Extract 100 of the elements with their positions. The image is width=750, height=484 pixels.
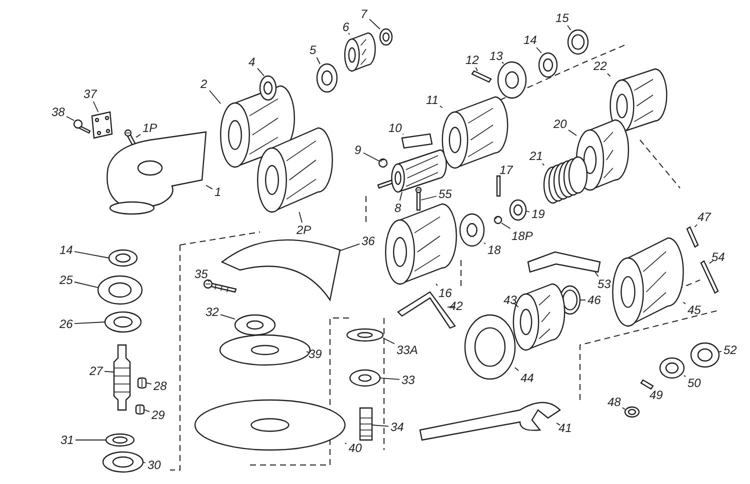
callout-number: 18P: [510, 230, 534, 242]
leader-line: [420, 196, 437, 200]
callout-number: 43: [502, 294, 518, 306]
bearing-drawing: [108, 249, 138, 267]
callout-number: 8: [394, 202, 402, 214]
leader-line: [440, 106, 443, 108]
spring-drawing: [543, 156, 588, 204]
callout-number: 7: [360, 8, 368, 20]
callout-number: 27: [88, 364, 104, 378]
leader-line: [484, 242, 486, 244]
leader-line: [74, 282, 98, 288]
leader-line: [66, 116, 74, 121]
screw-drawing: [203, 279, 237, 293]
pin-drawing: [640, 379, 654, 390]
leader-line: [369, 18, 380, 30]
leader-line: [146, 382, 152, 384]
housing-drawing: [385, 203, 457, 285]
callout-number: 44: [520, 372, 535, 384]
washer-drawing: [105, 433, 135, 447]
housing-drawing: [106, 131, 207, 215]
leader-line: [514, 367, 519, 372]
callout-number: 46: [586, 294, 602, 306]
leader-line: [298, 212, 302, 223]
leader-line: [709, 260, 714, 264]
sleeve-drawing: [344, 32, 376, 72]
callout-number: 15: [554, 12, 570, 24]
leader-line: [536, 47, 542, 54]
bearing-drawing: [316, 63, 338, 93]
pin-drawing: [686, 226, 699, 248]
valve-seat-drawing: [459, 213, 485, 247]
leader-line: [207, 280, 210, 282]
leader-line: [340, 244, 360, 252]
callout-number: 16: [438, 286, 453, 300]
callout-number: 17: [498, 164, 514, 176]
bolt-drawing: [359, 407, 373, 441]
ball-drawing: [378, 158, 388, 168]
bearing-drawing: [104, 311, 142, 333]
leader-line: [257, 68, 265, 76]
leader-line: [380, 378, 400, 380]
leader-line: [344, 442, 347, 444]
leader-line: [382, 338, 395, 344]
callout-number: 31: [60, 434, 75, 446]
nut-drawing: [464, 314, 516, 380]
leader-line: [718, 350, 722, 352]
callout-number: 4: [248, 56, 256, 68]
leader-line: [501, 222, 511, 229]
callout-number: 1P: [142, 122, 158, 134]
callout-number: 25: [58, 274, 74, 286]
leader-line: [74, 251, 110, 258]
callout-number: 37: [82, 88, 98, 100]
leader-line: [92, 101, 99, 112]
ring-drawing: [567, 29, 589, 55]
callout-number: 6: [342, 20, 350, 34]
leader-line: [684, 375, 686, 378]
callout-number: 41: [558, 422, 573, 434]
leader-line: [348, 32, 350, 35]
leader-line: [607, 73, 611, 77]
callout-number: 29: [150, 408, 166, 422]
callout-number: 53: [596, 278, 612, 290]
leader-line: [556, 422, 560, 426]
pin-drawing: [700, 260, 719, 294]
leader-line: [372, 424, 389, 427]
callout-number: 2P: [296, 224, 312, 236]
leader-line: [104, 371, 114, 372]
leader-line: [206, 184, 213, 190]
leader-line: [74, 322, 106, 324]
nut-drawing: [690, 342, 720, 368]
bevel-gear-drawing: [97, 275, 143, 305]
leader-line: [542, 163, 544, 166]
leader-line: [526, 210, 530, 212]
leader-line: [502, 62, 504, 64]
callout-number: 42: [448, 300, 464, 312]
callout-number: 49: [648, 388, 664, 402]
callout-number: 1: [214, 186, 222, 198]
leader-line: [594, 272, 599, 277]
washer-drawing: [624, 406, 640, 418]
callout-number: 22: [592, 60, 608, 72]
callout-number: 13: [488, 50, 504, 62]
callout-number: 36: [360, 234, 376, 248]
leader-line: [436, 284, 438, 286]
leader-line: [399, 192, 402, 201]
nut-drawing: [102, 451, 144, 473]
callout-number: 18: [486, 244, 502, 256]
plate-drawing: [91, 111, 113, 139]
wheel-guard-drawing: [221, 239, 341, 301]
washer-drawing: [379, 28, 393, 46]
callout-number: 28: [152, 380, 168, 392]
leader-line: [622, 407, 626, 410]
callout-number: 52: [722, 344, 738, 356]
callout-number: 47: [696, 210, 712, 224]
key-drawing: [135, 404, 145, 415]
callout-number: 34: [390, 420, 405, 434]
callout-number: 21: [528, 150, 544, 162]
leader-line: [447, 306, 456, 308]
callout-number: 19: [530, 208, 546, 220]
leader-line: [567, 25, 572, 30]
washer-drawing: [346, 328, 384, 342]
callout-number: 45: [686, 304, 702, 316]
callout-number: 39: [308, 348, 323, 360]
cap-drawing: [610, 68, 668, 133]
